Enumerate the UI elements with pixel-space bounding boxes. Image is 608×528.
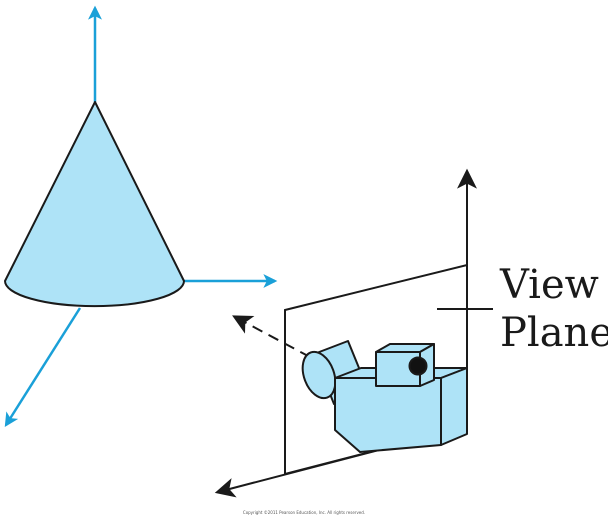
cone-icon xyxy=(4,101,185,308)
copyright-notice: Copyright ©2011 Pearson Education, Inc. … xyxy=(243,510,365,515)
world-axes xyxy=(4,5,278,427)
view-plane-label-line1: View xyxy=(499,262,599,308)
world-z-axis xyxy=(4,307,82,427)
camera-icon xyxy=(301,340,468,453)
view-plane-label-line2: Plane xyxy=(500,310,608,356)
viewing-direction-arrow xyxy=(232,315,311,358)
